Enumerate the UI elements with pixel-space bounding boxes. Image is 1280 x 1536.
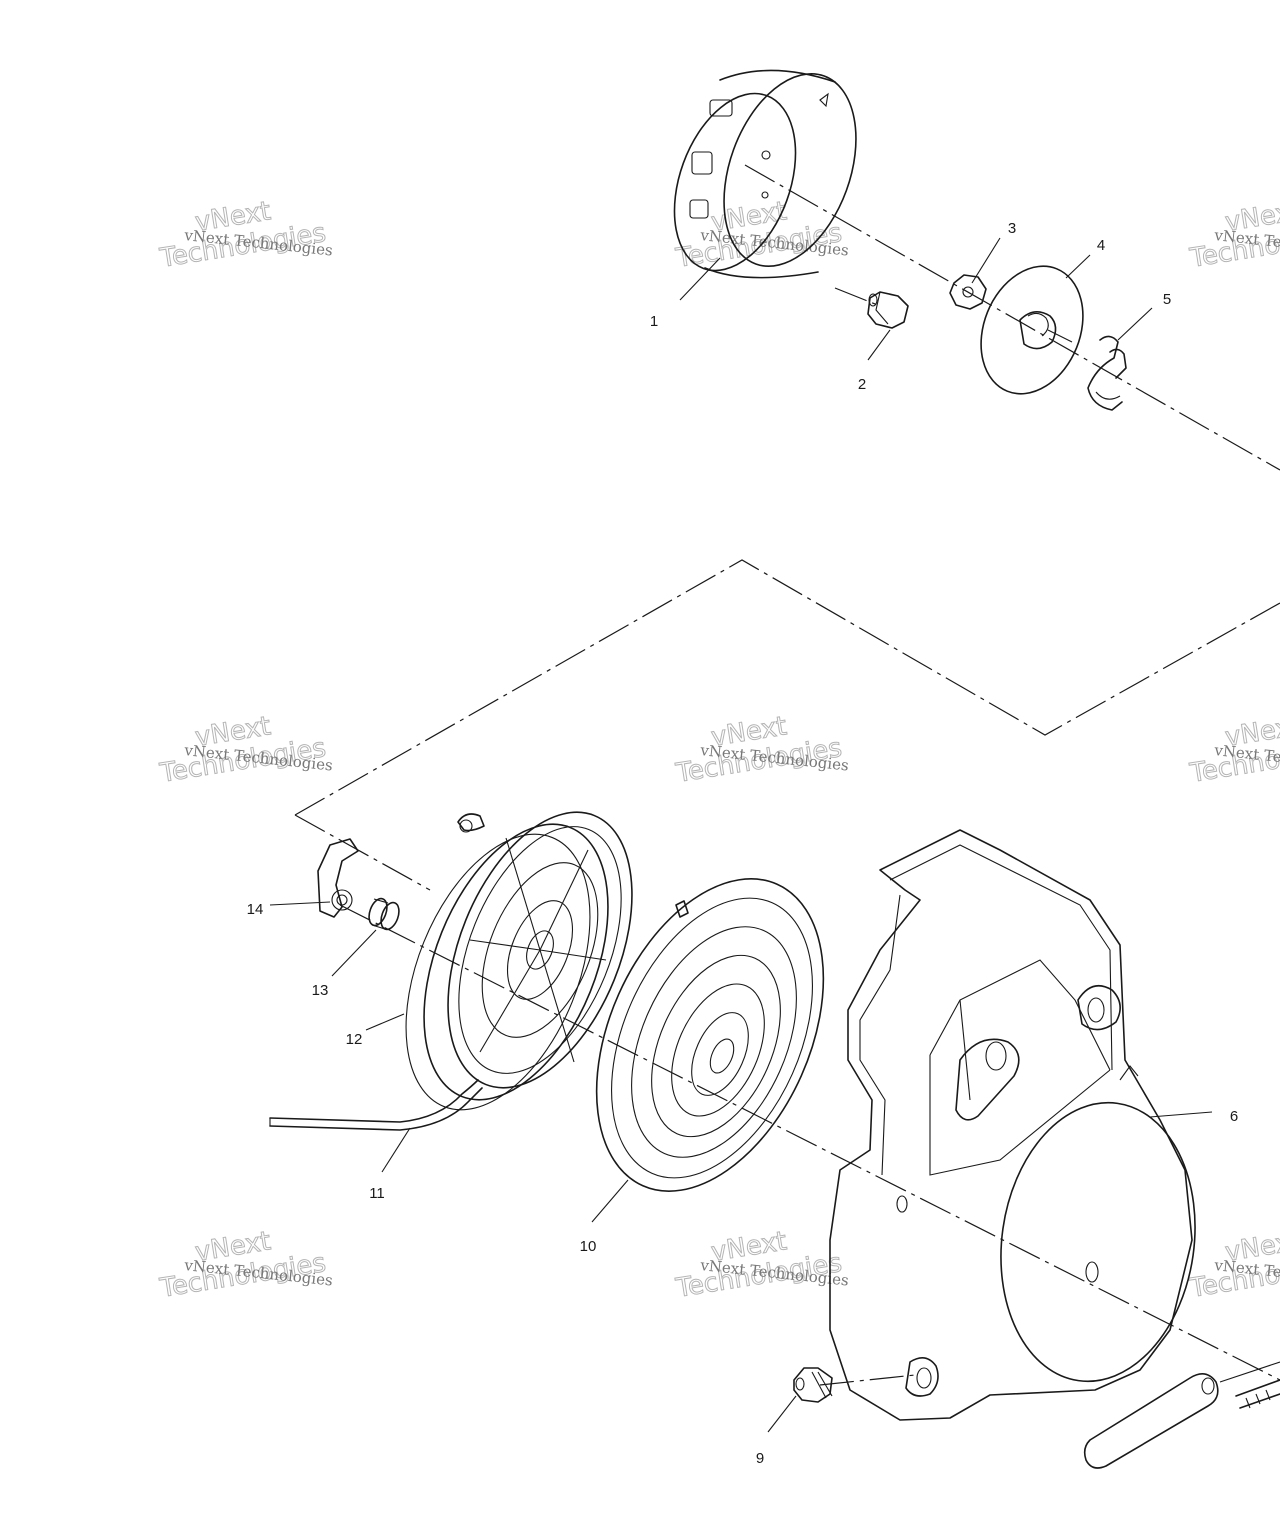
callout-9: 9: [756, 1450, 764, 1467]
callout-11: 11: [369, 1185, 385, 1202]
leader-lines: [269, 237, 1213, 1433]
main-axis-line: [339, 904, 1280, 1381]
rope-pulley-12: [405, 811, 633, 1111]
watermark-row-3: vNext Technologies vNext Technologies vN…: [157, 1226, 1280, 1305]
frame-link-line: [294, 814, 431, 891]
leader-5: [1117, 307, 1153, 341]
small-spring-13: [368, 897, 400, 931]
callout-4: 4: [1097, 237, 1105, 254]
leader-12: [365, 1013, 405, 1031]
leader-10: [591, 1179, 629, 1223]
starter-rope-11: [269, 1079, 483, 1131]
pawl-14: [317, 838, 359, 918]
frame-outline-line: [294, 559, 1280, 816]
bolt-9-axis-line: [819, 1374, 916, 1386]
callout-labels: 1 2 3 4 5 6 9 10 11 12 13 14: [247, 220, 1239, 1467]
callout-14: 14: [247, 901, 264, 918]
callout-10: 10: [580, 1238, 597, 1255]
leader-3: [971, 237, 1001, 284]
leader-11: [381, 1127, 411, 1173]
leader-14: [269, 901, 331, 906]
leader-2: [867, 329, 891, 361]
leader-6: [1149, 1111, 1213, 1118]
leader-9: [767, 1395, 797, 1433]
starter-cup: [673, 69, 857, 279]
callout-12: 12: [346, 1031, 363, 1048]
recoil-spring-10: [595, 878, 825, 1192]
pulley-flange-4: [980, 265, 1084, 395]
callout-1: 1: [650, 313, 658, 330]
bolt-9: [793, 1367, 833, 1403]
center-lines: [294, 164, 1280, 1386]
bolt-2: [867, 291, 909, 329]
leader-1: [679, 257, 721, 301]
spring-clip-5: [1087, 335, 1127, 411]
upper-axis-line: [744, 164, 1280, 471]
callout-6: 6: [1230, 1108, 1238, 1125]
handle-bracket: [1083, 1361, 1280, 1469]
nut-3: [949, 274, 987, 310]
callout-5: 5: [1163, 291, 1171, 308]
callout-2: 2: [858, 376, 866, 393]
callout-3: 3: [1008, 220, 1016, 237]
recoil-housing-6: [829, 829, 1196, 1421]
callout-13: 13: [312, 982, 329, 999]
watermark-row-2: vNext Technologies vNext Technologies vN…: [157, 711, 1280, 790]
leader-13: [331, 929, 377, 977]
leader-4: [1065, 254, 1091, 279]
bolt-axis-line: [834, 287, 881, 307]
